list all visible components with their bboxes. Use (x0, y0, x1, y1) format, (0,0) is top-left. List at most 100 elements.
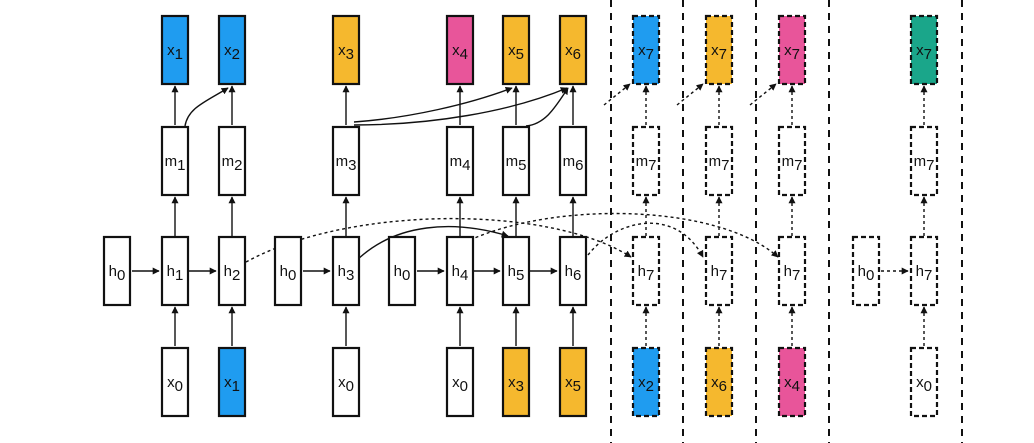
node-box (501, 346, 531, 418)
m4-node: m4 (445, 125, 475, 197)
node-label: h0 (394, 263, 411, 284)
h0-node-b: h0 (273, 235, 303, 307)
node-box (558, 235, 588, 307)
m6-node: m6 (558, 125, 588, 197)
node-label: m7 (636, 153, 657, 174)
node-box (331, 125, 361, 197)
curve-m5-x6 (525, 87, 569, 127)
node-label: x6 (565, 42, 581, 63)
node-box (909, 14, 939, 86)
node-label: x4 (452, 42, 468, 63)
node-box (217, 346, 247, 418)
h7-node-b: h7 (704, 235, 734, 307)
node-box (558, 14, 588, 86)
node-label: m7 (782, 153, 803, 174)
node-label: x7 (784, 42, 800, 63)
h3-node: h3 (331, 235, 361, 307)
node-box (160, 125, 190, 197)
node-box (160, 346, 190, 418)
node-label: x0 (338, 374, 354, 395)
node-box (445, 235, 475, 307)
node-box (102, 235, 132, 307)
node-box (631, 125, 661, 197)
x7-top-node-c: x7 (777, 14, 807, 86)
node-label: h7 (711, 263, 728, 284)
node-label: h2 (224, 263, 241, 284)
node-box (501, 125, 531, 197)
node-box (160, 235, 190, 307)
node-box (558, 125, 588, 197)
h2-node: h2 (217, 235, 247, 307)
node-label: h7 (784, 263, 801, 284)
node-box (631, 235, 661, 307)
node-box (909, 235, 939, 307)
node-label: x0 (916, 374, 932, 395)
node-box (909, 125, 939, 197)
solid-arrows (132, 85, 577, 346)
node-box (704, 346, 734, 418)
x0-bottom-node-a: x0 (160, 346, 190, 418)
node-label: x3 (508, 374, 524, 395)
h5-node: h5 (501, 235, 531, 307)
x7-top-node-a: x7 (631, 14, 661, 86)
x7-top-node-b: x7 (704, 14, 734, 86)
node-box (273, 235, 303, 307)
node-box (501, 14, 531, 86)
node-label: h0 (858, 263, 875, 284)
curve-m1-x2 (184, 87, 229, 127)
x4-top-node: x4 (445, 14, 475, 86)
x6-top-node: x6 (558, 14, 588, 86)
curve-m3-x6 (353, 87, 568, 126)
x1-bottom-node: x1 (217, 346, 247, 418)
x6-bottom-node-b: x6 (704, 346, 734, 418)
x2-bottom-node-a: x2 (631, 346, 661, 418)
m3-node: m3 (331, 125, 361, 197)
node-label: x1 (167, 42, 183, 63)
node-label: x0 (167, 374, 183, 395)
node-label: m1 (165, 153, 186, 174)
node-label: h1 (167, 263, 184, 284)
m5-node: m5 (501, 125, 531, 197)
node-box (445, 346, 475, 418)
h0-node-a: h0 (102, 235, 132, 307)
node-box (777, 125, 807, 197)
node-label: h0 (280, 263, 297, 284)
node-box (558, 346, 588, 418)
node-label: m5 (506, 153, 527, 174)
node-label: x2 (638, 374, 654, 395)
node-label: x7 (916, 42, 932, 63)
node-label: h3 (338, 263, 355, 284)
node-label: x3 (338, 42, 354, 63)
node-box (501, 235, 531, 307)
node-box (160, 14, 190, 86)
node-label: m3 (336, 153, 357, 174)
node-label: x2 (224, 42, 240, 63)
node-box (851, 235, 881, 307)
dotted-curve-h4-h7c (469, 212, 779, 258)
m7-node-b: m7 (704, 125, 734, 197)
dotted-arrow-in-a (603, 83, 631, 106)
m7-node-d: m7 (909, 125, 939, 197)
node-box (331, 346, 361, 418)
node-box (445, 125, 475, 197)
x3-bottom-node: x3 (501, 346, 531, 418)
h0-node-c: h0 (387, 235, 417, 307)
dotted-curve-h2-h7a (245, 217, 632, 263)
node-label: x7 (711, 42, 727, 63)
dotted-arrow-in-c (749, 83, 777, 106)
node-box (704, 125, 734, 197)
x3-top-node: x3 (331, 14, 361, 86)
node-label: x7 (638, 42, 654, 63)
h7-node-c: h7 (777, 235, 807, 307)
node-label: m2 (222, 153, 243, 174)
node-label: m6 (563, 153, 584, 174)
panel-separators (610, 0, 963, 443)
m7-node-a: m7 (631, 125, 661, 197)
node-box (631, 14, 661, 86)
node-label: m7 (914, 153, 935, 174)
node-label: m4 (450, 153, 471, 174)
curve-h3-h5 (354, 225, 509, 263)
node-box (777, 346, 807, 418)
node-box (217, 235, 247, 307)
